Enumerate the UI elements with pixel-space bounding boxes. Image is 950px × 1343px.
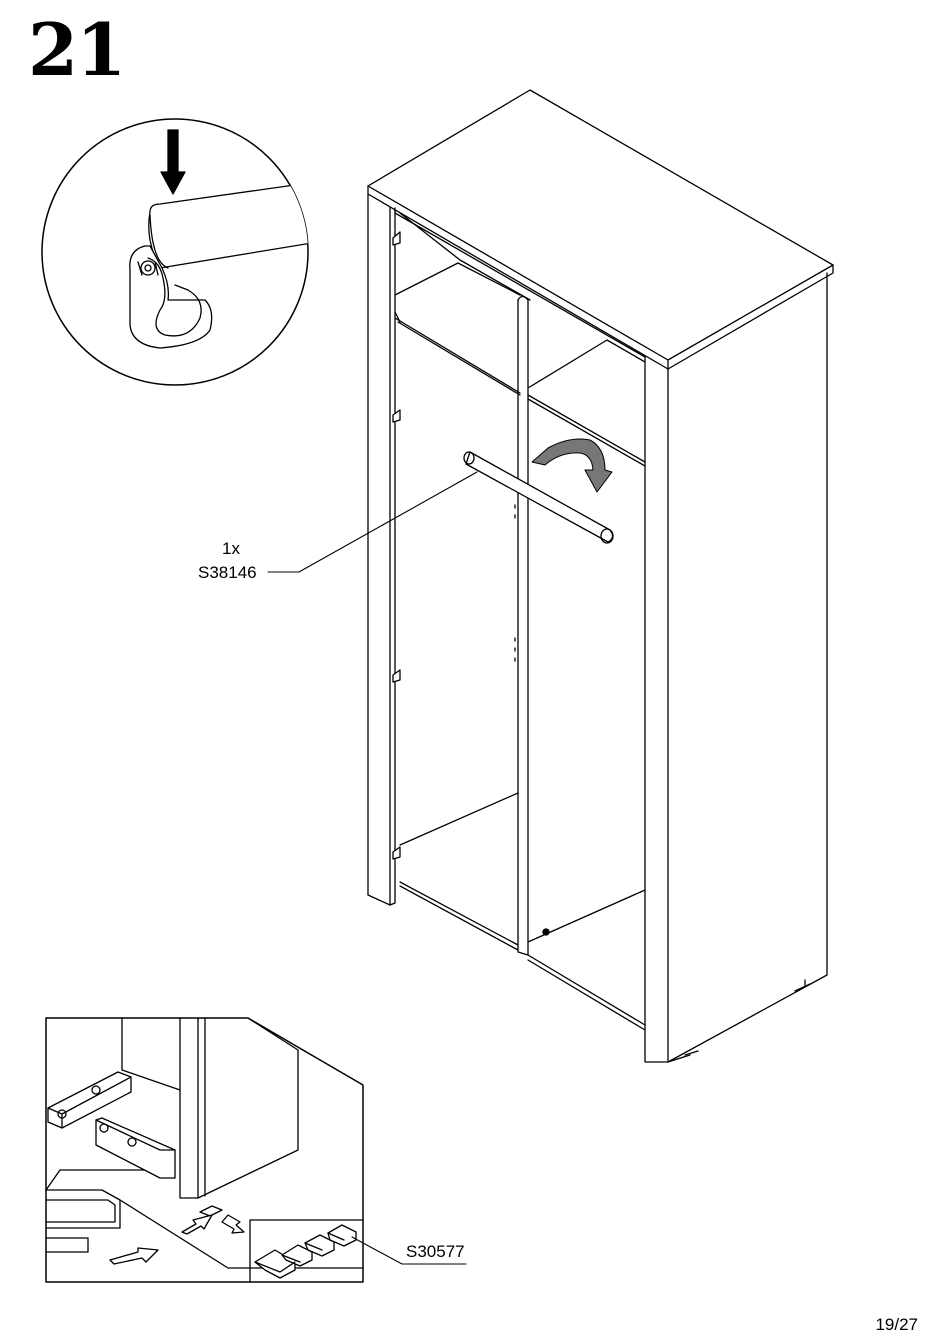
wardrobe-drawing	[268, 90, 833, 1062]
detail-circle-rail-clip	[42, 119, 330, 385]
rail-part-code-label: S38146	[198, 563, 257, 583]
down-arrow-icon	[161, 130, 185, 194]
detail-box-feet	[46, 1018, 466, 1282]
rail-quantity-label: 1x	[222, 539, 240, 559]
feet-part-code-label: S30577	[406, 1242, 465, 1262]
page-number: 19/27	[875, 1315, 918, 1335]
push-arrow-icon	[110, 1215, 244, 1264]
rotate-arrow-icon	[532, 439, 612, 492]
